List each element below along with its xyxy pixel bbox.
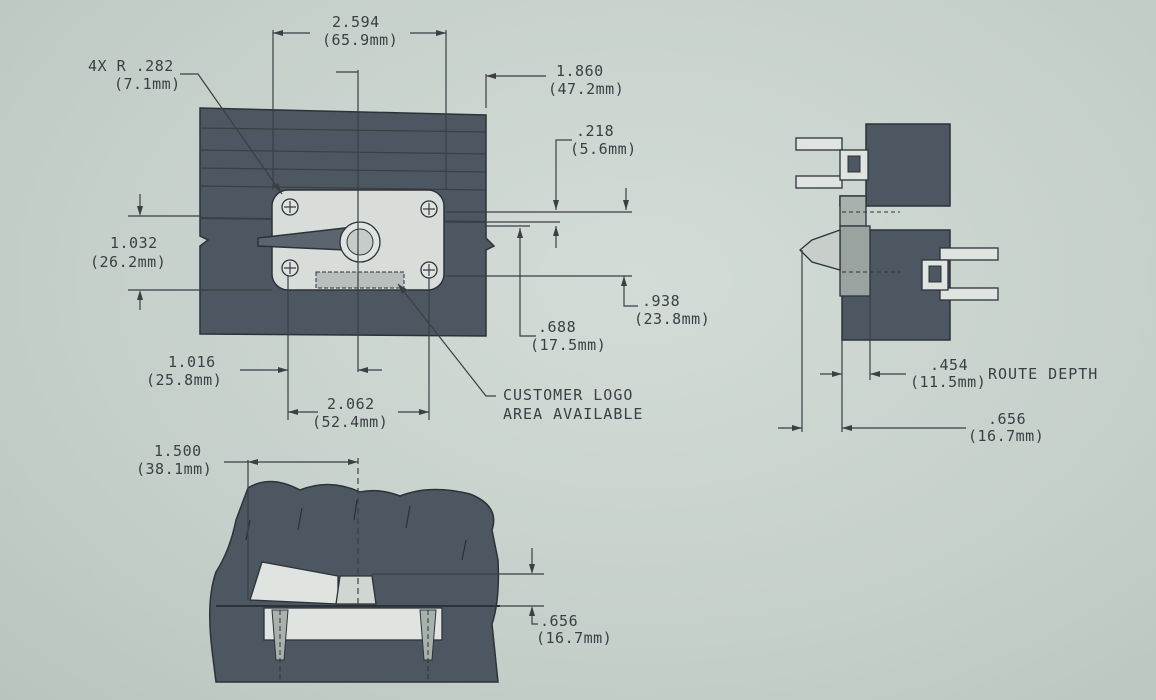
screw-icon (281, 259, 299, 277)
dim-mid-mm: (17.5mm) (530, 336, 606, 354)
stripe (199, 127, 487, 133)
stripe (199, 167, 487, 173)
dim-mid-in: .688 (538, 318, 576, 336)
terminal-icon (795, 175, 843, 189)
dim-section-depth-in: .656 (540, 612, 578, 630)
dim-gap-in: .218 (576, 122, 614, 140)
stripe (199, 185, 487, 191)
dim-offset-mm: (47.2mm) (548, 80, 624, 98)
dim-radius-mm: (7.1mm) (114, 75, 181, 93)
dim-route-mm: (11.5mm) (910, 373, 986, 391)
logo-label-line1: CUSTOMER LOGO (503, 386, 633, 404)
dim-span-mm: (38.1mm) (136, 460, 212, 478)
dim-radius-in: 4X R .282 (88, 57, 174, 75)
route-depth-label: ROUTE DEPTH (988, 365, 1098, 383)
logo-area (315, 271, 405, 289)
front-view: 2.594 (65.9mm) 4X R .282 (7.1mm) 1.860 (… (88, 13, 710, 431)
section-view: 1.500 (38.1mm) .656 (16.7mm) (136, 442, 612, 683)
dim-height-in: 1.032 (110, 234, 158, 252)
side-view: .454 (11.5mm) ROUTE DEPTH .656 (16.7mm) (778, 123, 1098, 445)
dim-height-mm: (26.2mm) (90, 253, 166, 271)
terminal-icon (939, 247, 999, 261)
side-collar (839, 195, 867, 227)
dim-lower-mm: (23.8mm) (634, 310, 710, 328)
dim-lower-in: .938 (642, 292, 680, 310)
section-pivot (335, 575, 377, 605)
dim-depth-mm: (16.7mm) (968, 427, 1044, 445)
dim-width-in: 2.594 (332, 13, 380, 31)
dim-offset-in: 1.860 (556, 62, 604, 80)
terminal-lug (839, 149, 869, 181)
dim-hole-mm: (52.4mm) (312, 413, 388, 431)
dim-left-in: 1.016 (168, 353, 216, 371)
dim-depth-in: .656 (988, 410, 1026, 428)
side-bushing (839, 225, 871, 297)
dim-width-mm: (65.9mm) (322, 31, 398, 49)
terminal-icon (795, 137, 843, 151)
section-cavity (263, 607, 443, 641)
side-upper-block (865, 123, 951, 207)
hatch-marks (245, 499, 467, 561)
dim-hole-in: 2.062 (327, 395, 375, 413)
dim-section-depth-mm: (16.7mm) (536, 629, 612, 647)
dim-gap-mm: (5.6mm) (570, 140, 637, 158)
dim-route-in: .454 (930, 356, 968, 374)
logo-label-line2: AREA AVAILABLE (503, 405, 643, 423)
screw-icon (281, 198, 299, 216)
dim-left-mm: (25.8mm) (146, 371, 222, 389)
dim-span-in: 1.500 (154, 442, 202, 460)
terminal-icon (939, 287, 999, 301)
side-lever-tip (799, 229, 841, 271)
screw-icon (420, 200, 438, 218)
screw-icon (420, 261, 438, 279)
stripe (199, 149, 487, 155)
